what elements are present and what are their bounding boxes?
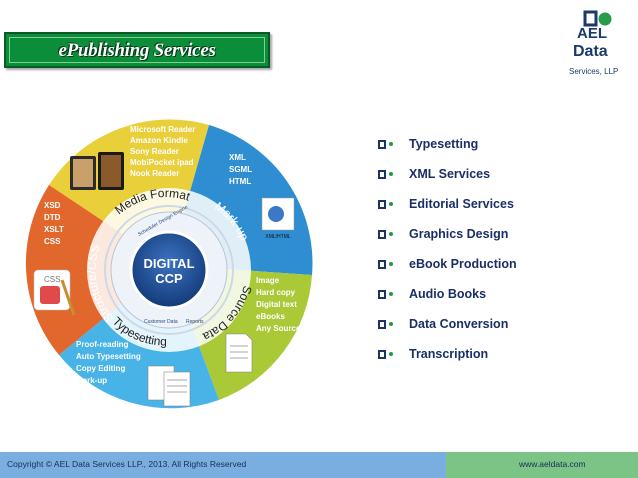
service-label: Audio Books bbox=[409, 287, 486, 301]
source-data-item: Any Source bbox=[256, 324, 301, 333]
forms-icon bbox=[148, 366, 190, 406]
page-title: ePublishing Services bbox=[6, 40, 268, 62]
logo-data: Data bbox=[573, 44, 608, 60]
structure-item: XSD bbox=[44, 201, 61, 210]
service-label: Editorial Services bbox=[409, 197, 514, 211]
xml-html-icon: XML/HTML bbox=[262, 198, 294, 240]
ring-label-reports: Reports bbox=[186, 319, 204, 325]
media-format-item: MobiPocket ipad bbox=[130, 158, 194, 167]
markup-item: SGML bbox=[229, 165, 252, 174]
source-data-item: Image bbox=[256, 276, 280, 285]
typesetting-item: Proof-reading bbox=[76, 340, 129, 349]
bullet-dot-icon bbox=[389, 352, 393, 356]
bullet-dot-icon bbox=[389, 172, 393, 176]
center-line-1: DIGITAL bbox=[143, 256, 194, 271]
source-data-item: eBooks bbox=[256, 312, 285, 321]
bullet-dot-icon bbox=[389, 262, 393, 266]
bullet-dot-icon bbox=[389, 232, 393, 236]
bullet-square-icon bbox=[378, 230, 386, 239]
list-item: Typesetting bbox=[378, 134, 478, 154]
structure-item: DTD bbox=[44, 213, 61, 222]
bullet-square-icon bbox=[378, 170, 386, 179]
service-label: Data Conversion bbox=[409, 317, 508, 331]
list-item: XML Services bbox=[378, 164, 490, 184]
source-data-item: Digital text bbox=[256, 300, 297, 309]
list-item: Transcription bbox=[378, 344, 488, 364]
structure-item: XSLT bbox=[44, 225, 64, 234]
xml-html-icon-label: XML/HTML bbox=[265, 234, 291, 240]
list-item: eBook Production bbox=[378, 254, 517, 274]
list-item: Editorial Services bbox=[378, 194, 514, 214]
logo-ael: AEL bbox=[577, 26, 607, 41]
bullet-square-icon bbox=[378, 140, 386, 149]
list-item: Graphics Design bbox=[378, 224, 508, 244]
markup-item: XML bbox=[229, 153, 246, 162]
typesetting-item: Mark-up bbox=[76, 376, 107, 385]
markup-item: HTML bbox=[229, 177, 251, 186]
footer-copyright: Copyright © AEL Data Services LLP., 2013… bbox=[7, 459, 246, 469]
bullet-square-icon bbox=[378, 200, 386, 209]
media-format-item: Amazon Kindle bbox=[130, 136, 188, 145]
footer-website-link[interactable]: www.aeldata.com bbox=[519, 459, 586, 469]
document-icon bbox=[226, 334, 252, 372]
css-icon-label: CSS bbox=[44, 275, 60, 284]
logo-services: Services, LLP bbox=[569, 67, 618, 76]
bullet-dot-icon bbox=[389, 202, 393, 206]
title-banner: ePublishing Services bbox=[4, 32, 270, 68]
bullet-dot-icon bbox=[389, 322, 393, 326]
list-item: Data Conversion bbox=[378, 314, 508, 334]
source-data-item: Hard copy bbox=[256, 288, 296, 297]
bullet-dot-icon bbox=[389, 142, 393, 146]
bullet-square-icon bbox=[378, 320, 386, 329]
center-line-2: CCP bbox=[155, 271, 183, 286]
service-label: Transcription bbox=[409, 347, 488, 361]
ring-label-customer-data: Customer Data bbox=[144, 319, 178, 325]
media-format-item: Nook Reader bbox=[130, 169, 179, 178]
media-format-item: Microsoft Reader bbox=[130, 125, 195, 134]
service-label: eBook Production bbox=[409, 257, 517, 271]
typesetting-item: Auto Typesetting bbox=[76, 352, 141, 361]
service-label: Typesetting bbox=[409, 137, 478, 151]
bullet-dot-icon bbox=[389, 292, 393, 296]
service-label: Graphics Design bbox=[409, 227, 508, 241]
bullet-square-icon bbox=[378, 260, 386, 269]
bullet-square-icon bbox=[378, 290, 386, 299]
list-item: Audio Books bbox=[378, 284, 486, 304]
media-format-item: Sony Reader bbox=[130, 147, 179, 156]
typesetting-item: Copy Editing bbox=[76, 364, 125, 373]
service-wheel: DIGITAL CCP Scheduler Design Engine Cust… bbox=[14, 110, 324, 422]
service-label: XML Services bbox=[409, 167, 490, 181]
bullet-square-icon bbox=[378, 350, 386, 359]
structure-item: CSS bbox=[44, 237, 61, 246]
css-icon: CSS bbox=[34, 270, 74, 315]
